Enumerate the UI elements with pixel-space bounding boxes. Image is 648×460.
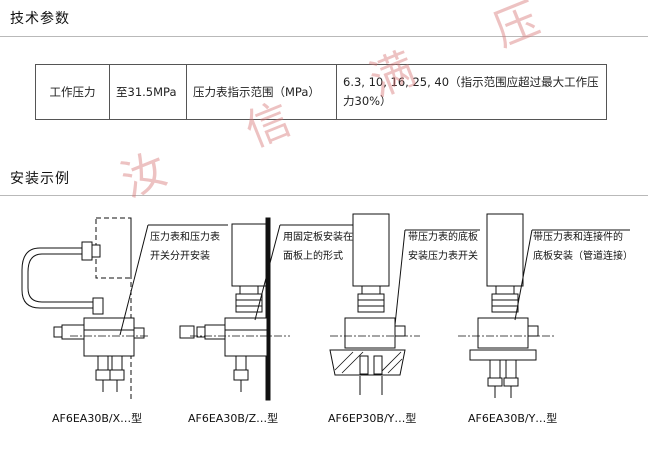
caption-line: 压力表和压力表 <box>150 232 220 243</box>
caption-line: 用固定板安装在 <box>283 232 353 243</box>
gauge-range-label: 压力表指示范围（MPa） <box>186 64 337 120</box>
tech-params-title: 技术参数 <box>10 11 70 27</box>
caption-line: 带压力表的底板 <box>408 232 478 243</box>
params-table: 工作压力 至31.5MPa 压力表指示范围（MPa） 6.3, 10, 16, … <box>35 64 607 120</box>
diagram-separate-mount <box>21 217 228 400</box>
example-4-caption: 带压力表和连接件的 底板安装（管道连接） <box>533 228 633 266</box>
example-2-model: AF6EA30B/Z…型 <box>188 412 279 425</box>
pressure-value: 至31.5MPa <box>109 64 187 120</box>
example-4-model: AF6EA30B/Y…型 <box>468 412 558 425</box>
diagram-panel-mount <box>179 217 360 401</box>
gauge-range-value: 6.3, 10, 16, 25, 40（指示范围应超过最大工作压力30%） <box>336 64 607 120</box>
table-row: 工作压力 至31.5MPa 压力表指示范围（MPa） 6.3, 10, 16, … <box>35 64 607 120</box>
caption-line: 安装压力表开关 <box>408 251 478 262</box>
example-3-model: AF6EP30B/Y…型 <box>328 412 417 425</box>
pressure-label: 工作压力 <box>35 64 110 120</box>
example-3-caption: 带压力表的底板 安装压力表开关 <box>408 228 478 266</box>
section-divider <box>0 195 648 196</box>
diagram-base-plate-gauge <box>329 213 480 395</box>
example-2-caption: 用固定板安装在 面板上的形式 <box>283 228 353 266</box>
example-1-caption: 压力表和压力表 开关分开安装 <box>150 228 220 266</box>
example-1-model: AF6EA30B/X…型 <box>52 412 143 425</box>
diagram-base-plate-connector <box>458 213 630 398</box>
caption-line: 底板安装（管道连接） <box>533 251 633 262</box>
install-examples-title: 安装示例 <box>10 171 70 187</box>
caption-line: 面板上的形式 <box>283 251 343 262</box>
caption-line: 带压力表和连接件的 <box>533 232 623 243</box>
caption-line: 开关分开安装 <box>150 251 210 262</box>
section-divider <box>0 36 648 37</box>
